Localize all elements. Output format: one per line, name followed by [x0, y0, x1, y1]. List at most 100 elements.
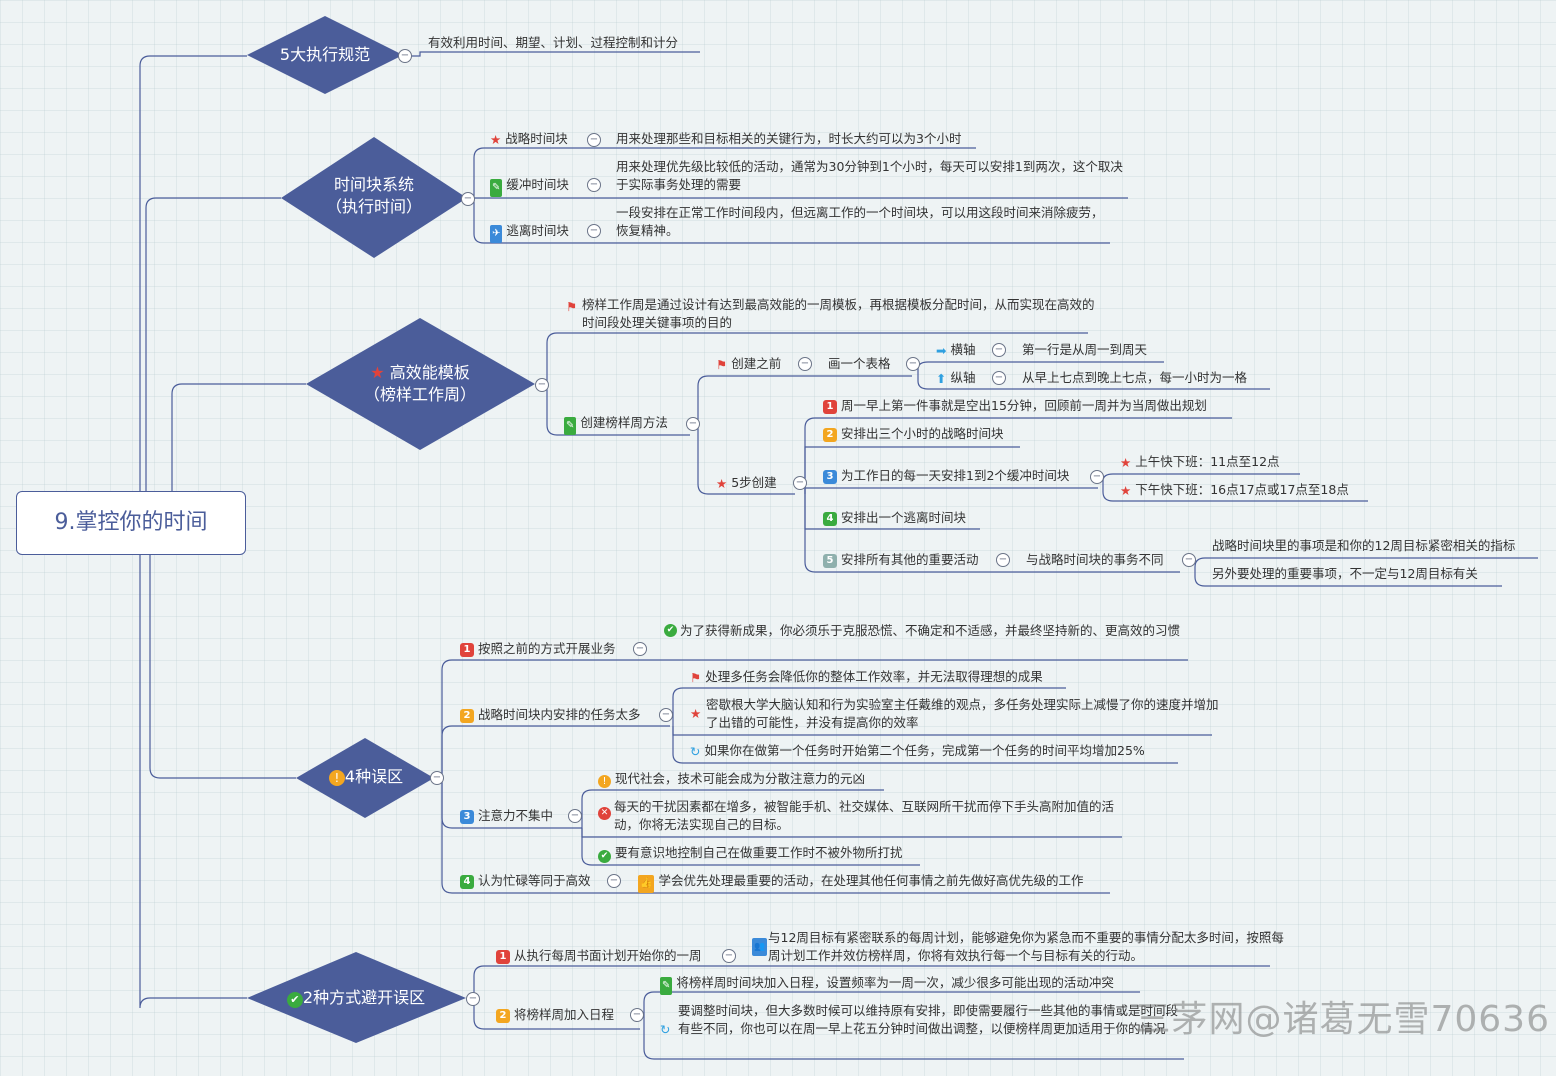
step-5-diff-b: 另外要处理的重要事项，不一定与12周目标有关 — [1212, 566, 1478, 581]
five-steps-node[interactable]: ★5步创建 — [716, 475, 777, 491]
number-1-icon: 1 — [460, 643, 474, 657]
collapse-toggle[interactable]: − — [587, 133, 601, 147]
collapse-toggle[interactable]: − — [535, 378, 549, 392]
pitfall-2-a: ⚑处理多任务会降低你的整体工作效率，并无法取得理想的成果 — [690, 669, 1043, 685]
vertical-axis-node[interactable]: ⬆纵轴 — [936, 370, 976, 386]
collapse-toggle[interactable]: − — [992, 343, 1006, 357]
collapse-toggle[interactable]: − — [992, 371, 1006, 385]
branch-time-block-line1: 时间块系统 — [333, 175, 414, 194]
create-method-node[interactable]: ✎创建榜样周方法 — [564, 414, 668, 435]
users-icon: 👥 — [752, 938, 768, 956]
collapse-toggle[interactable]: − — [607, 874, 621, 888]
vertical-axis-desc: 从早上七点到晚上七点，每一小时为一格 — [1022, 370, 1248, 385]
flag-icon: ⚑ — [716, 357, 728, 372]
before-create-node[interactable]: ⚑创建之前 — [716, 356, 782, 372]
star-icon: ★ — [370, 363, 385, 382]
star-icon: ★ — [716, 476, 728, 491]
collapse-toggle[interactable]: − — [1182, 553, 1196, 567]
way-2-b: ↻要调整时间块，但大多数时候可以维持原有安排，即使需要履行一些其他的事情或是时间… — [660, 1003, 1179, 1037]
time-block-desc-strategic: 用来处理那些和目标相关的关键行为，时长大约可以为3个小时 — [616, 131, 962, 146]
root-title: 9.掌控你的时间 — [54, 510, 208, 535]
number-5-icon: 5 — [823, 554, 837, 568]
way-2-a: ✎将榜样周时间块加入日程，设置频率为一周一次，减少很多可能出现的活动冲突 — [660, 974, 1114, 995]
number-2-icon: 2 — [496, 1009, 510, 1023]
branch-template-line2: （榜样工作周） — [363, 385, 476, 404]
refresh-icon: ↻ — [660, 1022, 671, 1037]
diamond-5-rules — [247, 16, 403, 94]
time-block-item-escape[interactable]: ✈逃离时间块 — [490, 222, 569, 243]
draw-table-node[interactable]: 画一个表格 — [828, 356, 891, 371]
collapse-toggle[interactable]: − — [793, 476, 807, 490]
number-4-icon: 4 — [823, 512, 837, 526]
branch-time-block-title[interactable]: 时间块系统 （执行时间） — [300, 174, 448, 218]
horizontal-axis-node[interactable]: ➡横轴 — [936, 342, 976, 358]
collapse-toggle[interactable]: − — [430, 771, 444, 785]
way-1-desc: 👥与12周目标有紧密联系的每周计划，能够避免你为紧急而不重要的事情分配太多时间，… — [752, 930, 1284, 963]
refresh-icon: ↻ — [690, 744, 701, 759]
collapse-toggle[interactable]: − — [461, 192, 475, 206]
collapse-toggle[interactable]: − — [466, 992, 480, 1006]
collapse-toggle[interactable]: − — [587, 224, 601, 238]
collapse-toggle[interactable]: − — [722, 949, 736, 963]
flag-icon: ⚑ — [690, 670, 702, 685]
time-block-item-strategic[interactable]: ★战略时间块 — [490, 131, 568, 147]
collapse-toggle[interactable]: − — [398, 49, 412, 63]
number-1-icon: 1 — [823, 400, 837, 414]
watermark: 三茅网@诸葛无雪70636 — [1134, 999, 1550, 1040]
number-3-icon: 3 — [823, 470, 837, 484]
diamond-2-ways — [247, 952, 466, 1043]
arrow-right-icon: ➡ — [936, 343, 947, 358]
branch-2-ways-title[interactable]: ✔2种方式避开误区 — [276, 987, 436, 1009]
collapse-toggle[interactable]: − — [996, 553, 1010, 567]
step-5-diff: 与战略时间块的事务不同 — [1026, 552, 1164, 567]
collapse-toggle[interactable]: − — [568, 809, 582, 823]
branch-5-rules-title[interactable]: 5大执行规范 — [279, 45, 371, 64]
root-node[interactable]: 9.掌控你的时间 — [16, 491, 246, 555]
number-4-icon: 4 — [460, 875, 474, 889]
template-intro: ⚑榜样工作周是通过设计有达到最高效能的一周模板，再根据模板分配时间，从而实现在高… — [566, 297, 1095, 330]
branch-template-title[interactable]: ★ 高效能模板 （榜样工作周） — [340, 362, 500, 406]
pitfall-4-desc: 👍学会优先处理最重要的活动，在处理其他任何事情之前先做好高优先级的工作 — [638, 872, 1083, 893]
branch-template-line1: 高效能模板 — [389, 363, 470, 382]
collapse-toggle[interactable]: − — [630, 1008, 644, 1022]
collapse-toggle[interactable]: − — [798, 357, 812, 371]
check-icon: ✔ — [664, 624, 677, 637]
diamond-time-block — [281, 137, 467, 258]
pitfall-2-b: ★密歇根大学大脑认知和行为实验室主任戴维的观点，多任务处理实际上减慢了你的速度并… — [690, 697, 1219, 730]
branch-4-pitfalls-title[interactable]: !4种误区 — [316, 766, 416, 788]
branch-time-block-line2: （执行时间） — [325, 197, 422, 216]
pencil-icon: ✎ — [564, 417, 577, 435]
star-icon: ★ — [1120, 455, 1132, 470]
buffer-am: ★上午快下班：11点至12点 — [1120, 454, 1280, 470]
number-2-icon: 2 — [823, 428, 837, 442]
star-icon: ★ — [690, 706, 702, 721]
close-icon: ✕ — [598, 807, 611, 820]
time-block-desc-buffer: 用来处理优先级比较低的活动，通常为30分钟到1个小时，每天可以安排1到两次，这个… — [616, 159, 1123, 192]
collapse-toggle[interactable]: − — [686, 417, 700, 431]
collapse-toggle[interactable]: − — [633, 642, 647, 656]
collapse-toggle[interactable]: − — [906, 357, 920, 371]
collapse-toggle[interactable]: − — [1090, 470, 1104, 484]
pitfall-2-c: ↻如果你在做第一个任务时开始第二个任务，完成第一个任务的时间平均增加25% — [690, 743, 1145, 759]
diamond-4-pitfalls — [296, 738, 434, 818]
time-block-item-buffer[interactable]: ✎缓冲时间块 — [490, 176, 569, 197]
buffer-pm: ★下午快下班：16点17点或17点至18点 — [1120, 482, 1349, 498]
pitfall-3-a: !现代社会，技术可能会成为分散注意力的元凶 — [598, 770, 865, 788]
time-block-desc-escape: 一段安排在正常工作时间段内，但远离工作的一个时间块，可以用这段时间来消除疲劳，恢… — [616, 205, 1104, 238]
warning-icon: ! — [598, 775, 611, 788]
collapse-toggle[interactable]: − — [587, 178, 601, 192]
collapse-toggle[interactable]: − — [659, 708, 673, 722]
